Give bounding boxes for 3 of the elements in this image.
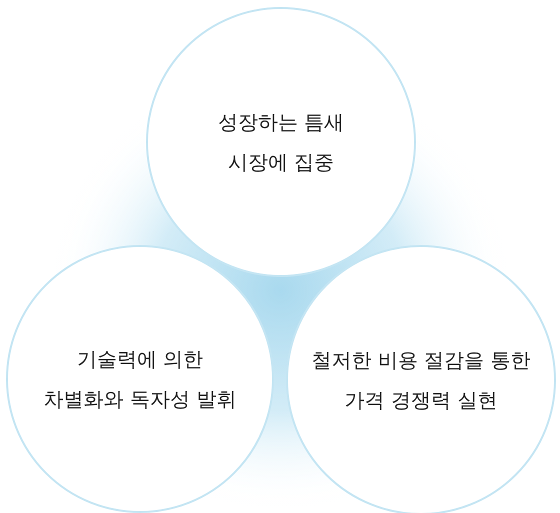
circle-label: 기술력에 의한 차별화와 독자성 발휘 [44, 346, 236, 413]
circle-label: 성장하는 틈새 시장에 집중 [218, 109, 344, 176]
circle-label: 철저한 비용 절감을 통한 가격 경쟁력 실현 [311, 347, 531, 414]
